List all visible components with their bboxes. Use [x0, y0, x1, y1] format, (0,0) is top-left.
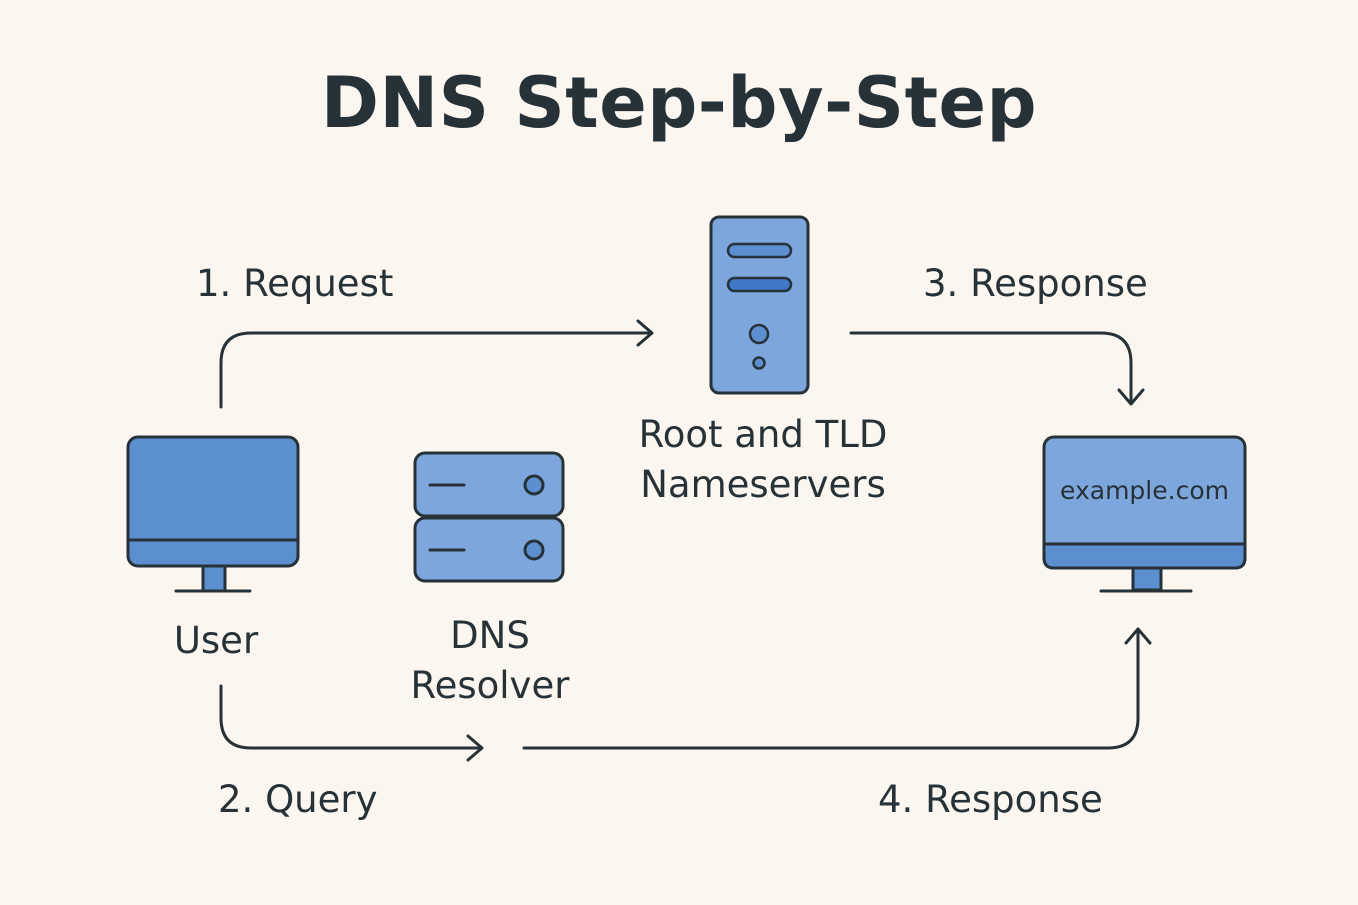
step-2-label: 2. Query — [218, 778, 378, 821]
user-desktop-monitor-icon — [126, 435, 300, 593]
arrow-request — [219, 331, 652, 409]
root-server-tower-icon — [709, 215, 810, 395]
arrow-query — [219, 684, 482, 750]
user-label: User — [173, 619, 259, 662]
arrow-response-4 — [522, 628, 1140, 750]
arrow-request-head — [636, 319, 654, 347]
root-tld-label-line1: Root and TLD — [638, 413, 888, 456]
website-desktop-monitor-icon — [1042, 435, 1247, 593]
step-1-label: 1. Request — [196, 262, 394, 305]
arrow-response-3 — [849, 331, 1133, 404]
resolver-label-line2: Resolver — [410, 664, 570, 707]
arrow-response-3-head — [1117, 388, 1145, 406]
resolver-server-stack-icon — [413, 451, 565, 583]
arrow-query-head — [466, 734, 484, 762]
arrow-response-4-head — [1124, 627, 1152, 645]
website-screen-text: example.com — [1060, 476, 1229, 505]
diagram-title: DNS Step-by-Step — [320, 62, 1038, 144]
resolver-label-line1: DNS — [450, 614, 530, 657]
root-tld-label-line2: Nameservers — [640, 463, 886, 506]
step-4-label: 4. Response — [878, 778, 1103, 821]
step-3-label: 3. Response — [923, 262, 1148, 305]
